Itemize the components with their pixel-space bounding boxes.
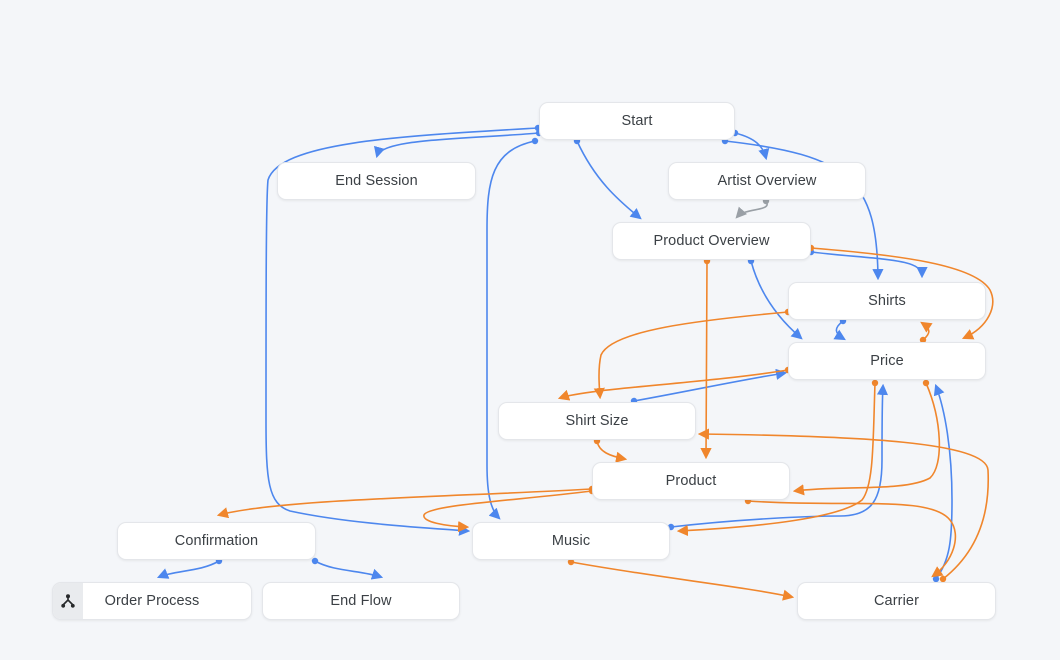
edge-shirts-shirt-size[interactable] bbox=[593, 308, 792, 400]
edge-price-shirts[interactable] bbox=[919, 321, 933, 344]
node-order-process[interactable]: Order Process bbox=[52, 582, 252, 620]
node-label: Artist Overview bbox=[717, 173, 817, 189]
node-start[interactable]: Start bbox=[539, 102, 735, 140]
edge-shirts-price[interactable] bbox=[833, 317, 847, 341]
node-confirmation[interactable]: Confirmation bbox=[117, 522, 316, 560]
edge-confirmation-end-flow[interactable] bbox=[311, 557, 384, 580]
edge-source-dot bbox=[922, 379, 930, 387]
node-shirt-size[interactable]: Shirt Size bbox=[498, 402, 696, 440]
edge-artist-overview-product-overview[interactable] bbox=[735, 197, 770, 219]
edge-source-dot bbox=[531, 137, 539, 145]
node-label: Price bbox=[870, 353, 904, 369]
edge-product-overview-product[interactable] bbox=[700, 257, 712, 460]
edge-start-product-overview[interactable] bbox=[573, 137, 642, 220]
node-product-overview[interactable]: Product Overview bbox=[612, 222, 811, 260]
node-label: Order Process bbox=[104, 593, 200, 609]
edge-shirt-size-product[interactable] bbox=[593, 437, 628, 463]
edge-source-dot bbox=[311, 557, 319, 565]
edge-source-dot bbox=[939, 575, 947, 583]
flow-icon bbox=[53, 583, 83, 619]
node-label: Start bbox=[621, 113, 653, 129]
edge-source-dot bbox=[567, 558, 575, 566]
edge-carrier-shirt-size[interactable] bbox=[697, 428, 990, 583]
node-carrier[interactable]: Carrier bbox=[797, 582, 996, 620]
node-product[interactable]: Product bbox=[592, 462, 790, 500]
node-end-session[interactable]: End Session bbox=[277, 162, 476, 200]
node-label: End Session bbox=[335, 173, 418, 189]
edge-music-carrier[interactable] bbox=[567, 558, 795, 601]
edge-confirmation-order-process[interactable] bbox=[156, 557, 223, 579]
node-shirts[interactable]: Shirts bbox=[788, 282, 986, 320]
edge-start-music-inner[interactable] bbox=[486, 137, 539, 520]
edge-product-carrier[interactable] bbox=[744, 497, 957, 578]
node-music[interactable]: Music bbox=[472, 522, 670, 560]
node-label: Confirmation bbox=[174, 533, 259, 549]
edge-shirt-size-price[interactable] bbox=[630, 368, 788, 405]
node-label: End Flow bbox=[330, 593, 392, 609]
edge-price-product[interactable] bbox=[792, 379, 941, 496]
edge-music-price[interactable] bbox=[667, 383, 889, 531]
edge-start-end-session[interactable] bbox=[374, 129, 543, 159]
node-artist-overview[interactable]: Artist Overview bbox=[668, 162, 866, 200]
node-label: Shirts bbox=[868, 293, 906, 309]
node-label: Product Overview bbox=[653, 233, 770, 249]
node-end-flow[interactable]: End Flow bbox=[262, 582, 460, 620]
node-label: Product bbox=[665, 473, 717, 489]
edge-source-dot bbox=[871, 379, 879, 387]
node-price[interactable]: Price bbox=[788, 342, 986, 380]
node-label: Music bbox=[551, 533, 591, 549]
edge-carrier-price[interactable] bbox=[932, 383, 953, 583]
edge-source-dot bbox=[919, 336, 927, 344]
node-label: Shirt Size bbox=[565, 413, 629, 429]
edge-price-music[interactable] bbox=[676, 379, 879, 537]
edge-source-dot bbox=[932, 575, 940, 583]
node-label: Carrier bbox=[873, 593, 919, 609]
